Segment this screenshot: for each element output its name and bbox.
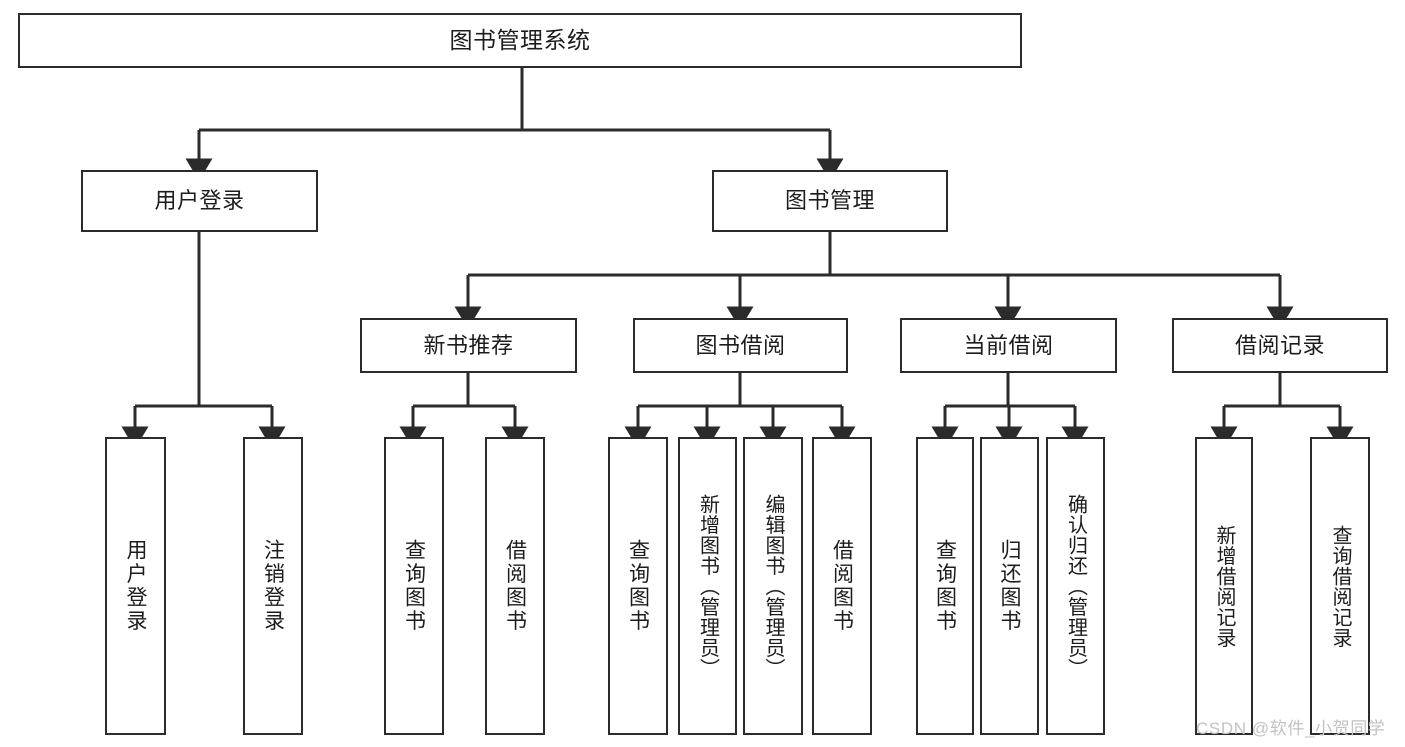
leaf-borrow-edit-book-admin[interactable]: 编辑图书（管理员） — [743, 437, 803, 735]
node-label: 借阅图书 — [830, 539, 854, 633]
node-book-management[interactable]: 图书管理 — [712, 170, 948, 232]
leaf-user-login[interactable]: 用户登录 — [105, 437, 166, 735]
leaf-record-query[interactable]: 查询借阅记录 — [1310, 437, 1370, 735]
node-label: 图书借阅 — [695, 332, 786, 358]
node-root-system[interactable]: 图书管理系统 — [18, 13, 1022, 68]
node-current-borrow[interactable]: 当前借阅 — [900, 318, 1117, 373]
leaf-borrow-borrow-book[interactable]: 借阅图书 — [812, 437, 872, 735]
csdn-watermark: CSDN @软件_小贺同学 — [1196, 719, 1386, 738]
node-label: 图书管理 — [784, 188, 875, 214]
node-label: 查询借阅记录 — [1329, 524, 1351, 648]
node-label: 当前借阅 — [963, 332, 1054, 358]
leaf-record-add[interactable]: 新增借阅记录 — [1195, 437, 1253, 735]
node-label: 查询图书 — [626, 539, 650, 633]
node-label: 确认归还（管理员） — [1064, 493, 1087, 679]
node-label: 归还图书 — [998, 539, 1021, 633]
leaf-borrow-add-book-admin[interactable]: 新增图书（管理员） — [678, 437, 737, 735]
node-label: 新书推荐 — [423, 332, 514, 358]
leaf-user-logout[interactable]: 注销登录 — [243, 437, 303, 735]
node-borrow-record[interactable]: 借阅记录 — [1172, 318, 1388, 373]
node-book-borrow[interactable]: 图书借阅 — [633, 318, 848, 373]
leaf-current-return-book[interactable]: 归还图书 — [980, 437, 1039, 735]
node-label: 用户登录 — [154, 188, 245, 214]
leaf-recommend-borrow-book[interactable]: 借阅图书 — [485, 437, 545, 735]
leaf-current-confirm-return-admin[interactable]: 确认归还（管理员） — [1046, 437, 1105, 735]
node-label: 图书管理系统 — [449, 26, 591, 53]
leaf-current-query-book[interactable]: 查询图书 — [916, 437, 974, 735]
node-label: 借阅记录 — [1234, 332, 1325, 358]
node-label: 注销登录 — [261, 539, 285, 633]
node-label: 用户登录 — [124, 539, 147, 633]
node-label: 查询图书 — [933, 539, 957, 633]
node-label: 借阅图书 — [503, 539, 527, 633]
node-new-book-recommend[interactable]: 新书推荐 — [360, 318, 577, 373]
node-label: 查询图书 — [402, 539, 426, 633]
node-user-login[interactable]: 用户登录 — [81, 170, 318, 232]
node-label: 编辑图书（管理员） — [762, 493, 784, 679]
leaf-recommend-query-book[interactable]: 查询图书 — [384, 437, 444, 735]
node-label: 新增借阅记录 — [1213, 524, 1235, 648]
node-label: 新增图书（管理员） — [696, 493, 719, 679]
leaf-borrow-query-book[interactable]: 查询图书 — [608, 437, 668, 735]
